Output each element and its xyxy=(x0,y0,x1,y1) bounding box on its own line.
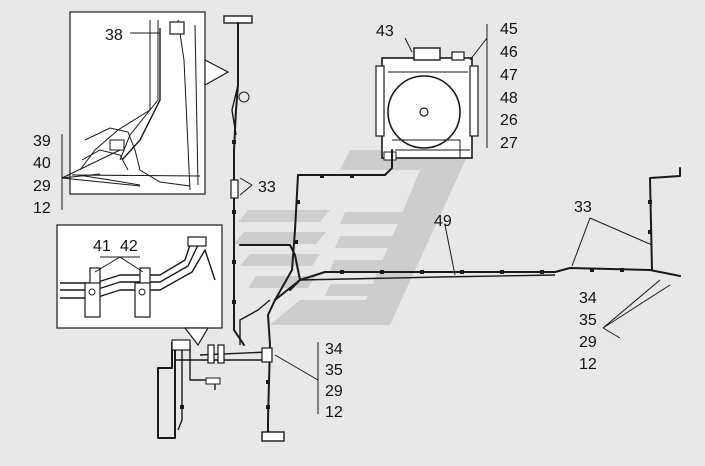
callout-47: 47 xyxy=(500,67,518,84)
callout-46: 46 xyxy=(500,44,518,61)
callout-34-center: 34 xyxy=(325,341,343,358)
callout-34-right: 34 xyxy=(579,290,597,307)
inset-connector-panel xyxy=(56,224,223,347)
callout-45: 45 xyxy=(500,21,518,38)
callout-29-right: 29 xyxy=(579,334,597,351)
callout-48: 48 xyxy=(500,90,518,107)
callout-35-center: 35 xyxy=(325,362,343,379)
wiring-harness xyxy=(157,15,681,442)
callout-35-right: 35 xyxy=(579,312,597,329)
harness-clips xyxy=(180,140,652,409)
watermark-logo xyxy=(234,150,470,325)
callout-12-left: 12 xyxy=(33,200,51,217)
callout-38: 38 xyxy=(105,27,123,44)
callout-43: 43 xyxy=(376,23,394,40)
callout-12-right: 12 xyxy=(579,356,597,373)
leader-lines xyxy=(61,24,671,414)
callout-42: 42 xyxy=(120,238,138,255)
callout-33-left: 33 xyxy=(258,179,276,196)
callout-33-right: 33 xyxy=(574,199,592,216)
battery-box xyxy=(375,47,479,161)
inset-seat-panel xyxy=(69,11,230,195)
callout-40: 40 xyxy=(33,155,51,172)
callout-26: 26 xyxy=(500,112,518,129)
callout-labels: 38 39 40 29 12 41 42 43 45 46 47 48 26 2… xyxy=(33,21,597,421)
callout-29-left: 29 xyxy=(33,178,51,195)
callout-39: 39 xyxy=(33,133,51,150)
callout-29-center: 29 xyxy=(325,383,343,400)
callout-27: 27 xyxy=(500,135,518,152)
callout-41: 41 xyxy=(93,238,111,255)
callout-12-center: 12 xyxy=(325,404,343,421)
callout-49: 49 xyxy=(434,213,452,230)
